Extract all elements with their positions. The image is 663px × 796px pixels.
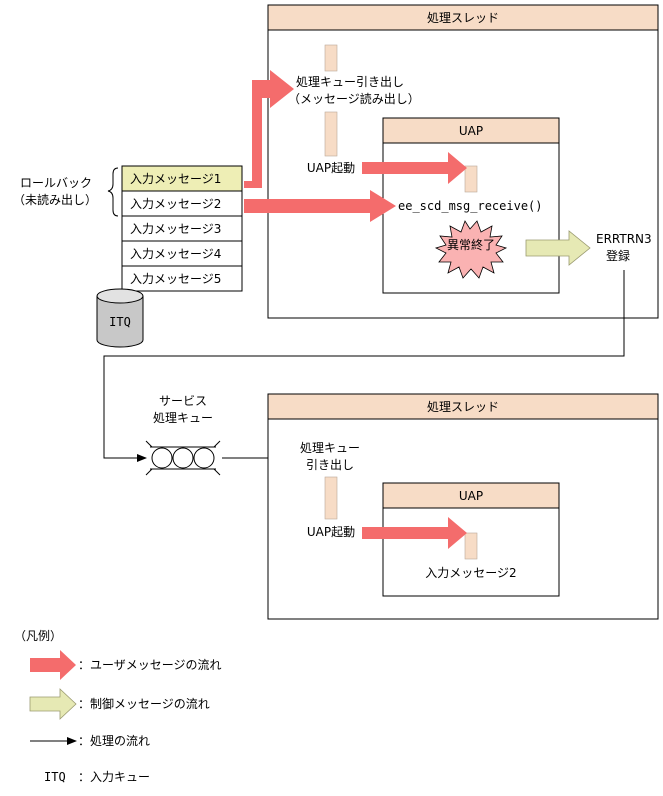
- bottom-uap-start-label: UAP起動: [307, 525, 355, 539]
- legend-control-arrow-icon: [29, 688, 77, 720]
- top-dequeue-label-line1: 処理キュー引き出し: [296, 75, 404, 89]
- top-uap-bar: [464, 165, 478, 193]
- queue-item-1-label: 入力メッセージ1: [130, 172, 221, 186]
- service-queue-icon: [145, 440, 221, 476]
- bottom-uap-header: [382, 482, 560, 509]
- legend-title: （凡例）: [14, 629, 62, 643]
- queue-item-2-label: 入力メッセージ2: [130, 197, 221, 211]
- legend-user-flow: ：ユーザメッセージの流れ: [78, 658, 222, 672]
- bottom-dequeue-label-line1: 処理キュー: [300, 441, 360, 455]
- top-thread-title: 処理スレッド: [427, 11, 499, 25]
- user-arrow-dequeue: [244, 70, 294, 188]
- rollback-label-line2: （未読み出し）: [13, 192, 97, 207]
- top-dequeue-bar-lower: [324, 111, 338, 157]
- rollback-brace: [107, 167, 119, 217]
- service-queue-label-line2: 処理キュー: [153, 411, 213, 425]
- itq-label: ITQ: [109, 315, 131, 329]
- top-thread: 処理スレッド 処理キュー引き出し （メッセージ読み出し） UAP起動 UAP e…: [267, 4, 659, 319]
- bottom-thread: 処理スレッド 処理キュー 引き出し UAP起動 UAP 入力メッセージ2: [267, 393, 659, 620]
- top-dequeue-label-line2: （メッセージ読み出し）: [288, 91, 420, 106]
- top-uap-title: UAP: [459, 124, 483, 138]
- abend-label: 異常終了: [447, 237, 495, 252]
- legend-itq-abbr: ITQ: [44, 770, 66, 784]
- queue-item-3-label: 入力メッセージ3: [130, 222, 221, 236]
- service-queue-label-line1: サービス: [159, 394, 207, 408]
- queue-item-5: [121, 265, 243, 292]
- control-message-arrow: [525, 230, 591, 266]
- process-flow-line: [103, 270, 625, 462]
- input-queue: 入力メッセージ1 入力メッセージ2 入力メッセージ3 入力メッセージ4 入力メッ…: [121, 165, 243, 292]
- receive-call-label: ee_scd_msg_receive(): [398, 199, 543, 213]
- bottom-uap-title: UAP: [459, 489, 483, 503]
- user-arrow-uap-start-top: [362, 152, 467, 184]
- bottom-thread-header: [267, 393, 659, 420]
- abend-star-icon: [434, 220, 508, 279]
- bottom-uap-bar: [464, 532, 478, 560]
- rollback-label-line1: ロールバック: [20, 176, 92, 190]
- queue-item-4-label: 入力メッセージ4: [130, 247, 221, 261]
- top-uap-header: [382, 117, 560, 144]
- bottom-dequeue-label-line2: 引き出し: [306, 458, 354, 472]
- bottom-thread-title: 処理スレッド: [427, 400, 499, 414]
- bottom-dequeue-bar: [324, 476, 338, 520]
- errtrn-label-line1: ERRTRN3: [596, 232, 652, 246]
- legend-control-flow: ：制御メッセージの流れ: [78, 696, 210, 711]
- errtrn-label-line2: 登録: [606, 248, 630, 263]
- itq-disk-icon: ITQ: [96, 288, 144, 348]
- legend: （凡例） ：ユーザメッセージの流れ ：制御メッセージの流れ ：処理の流れ ITQ…: [14, 629, 222, 784]
- top-uap-start-label: UAP起動: [307, 161, 355, 175]
- legend-itq-desc: ：入力キュー: [78, 770, 150, 784]
- queue-item-5-label: 入力メッセージ5: [130, 272, 221, 286]
- bottom-message-label: 入力メッセージ2: [425, 566, 516, 580]
- top-thread-header: [267, 4, 659, 31]
- top-dequeue-bar-upper: [324, 44, 338, 72]
- queue-item-4: [121, 240, 243, 267]
- user-arrow-uap-start-bottom: [362, 517, 467, 549]
- user-arrow-receive: [244, 190, 396, 222]
- legend-user-arrow-icon: [30, 650, 76, 680]
- legend-process-flow: ：処理の流れ: [78, 734, 150, 748]
